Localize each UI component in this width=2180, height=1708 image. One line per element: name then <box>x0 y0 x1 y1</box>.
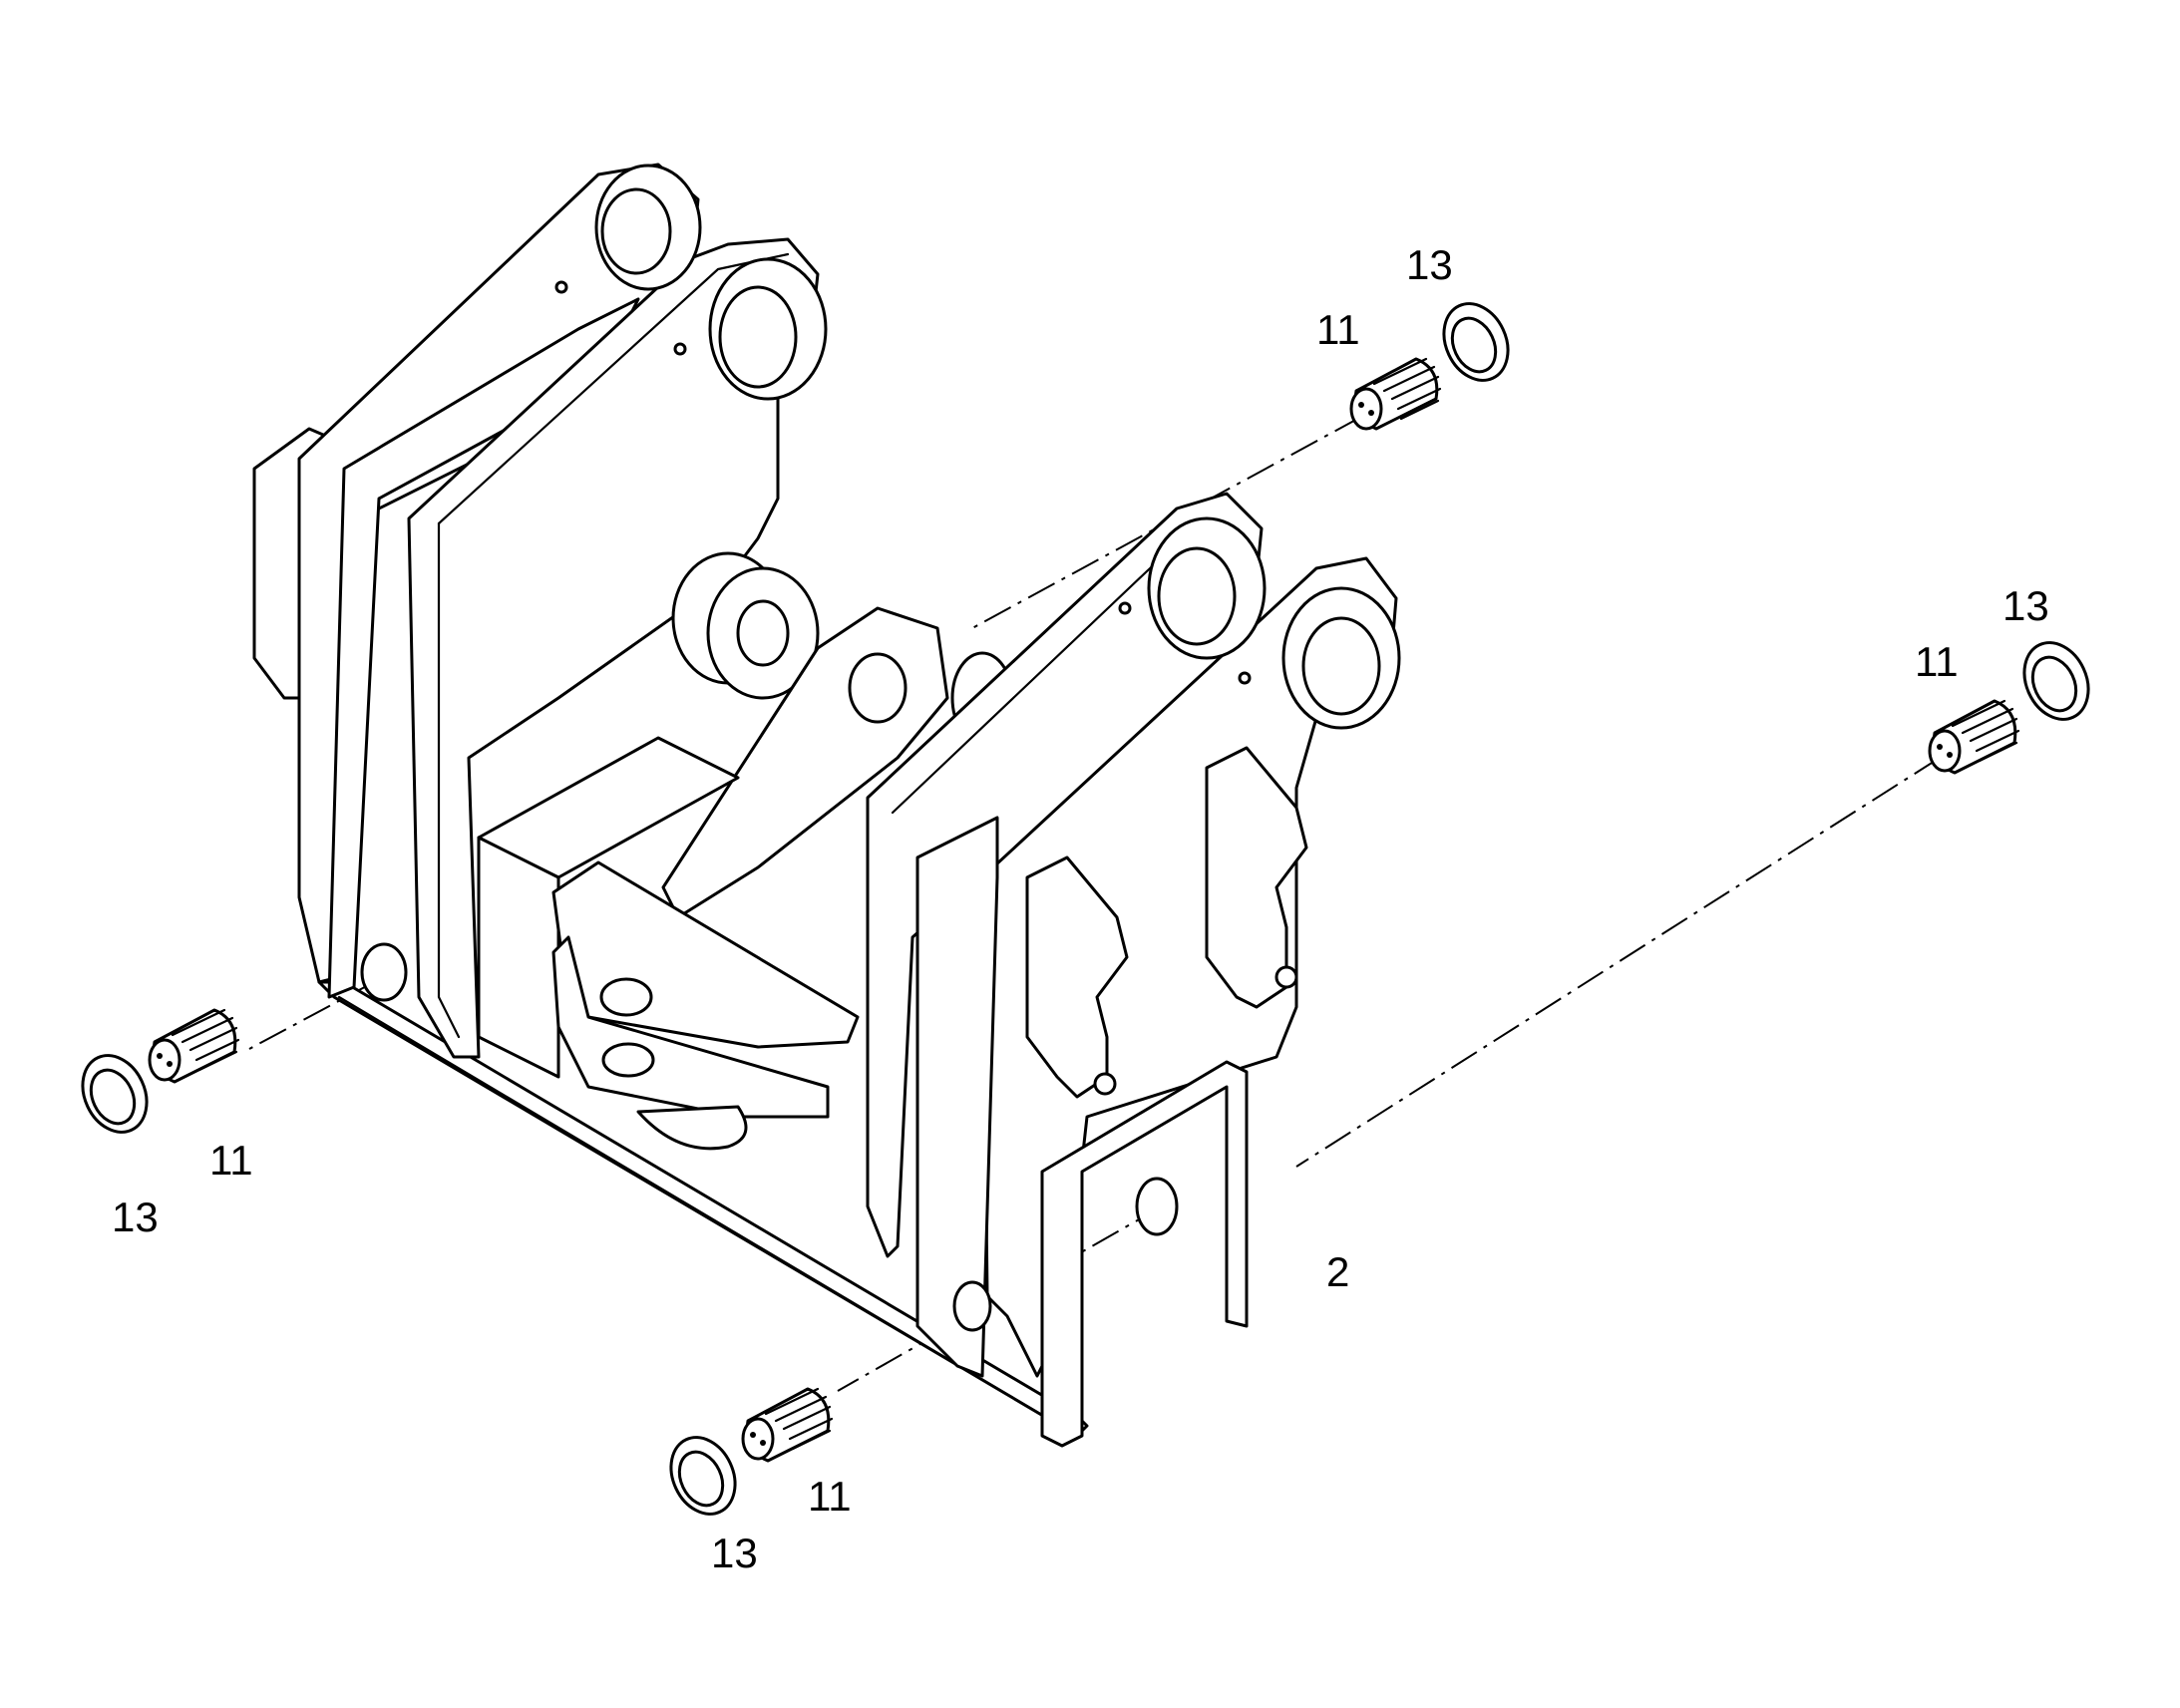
right-rear-eye-bore <box>1157 546 1237 646</box>
callout-11-top-right: 11 <box>1316 306 1360 353</box>
front-bracket-bore <box>1135 1177 1179 1236</box>
callout-11-bottom: 11 <box>808 1473 852 1520</box>
right-wear-pad-1 <box>1025 855 1129 1099</box>
right-rear-arm-face <box>915 816 999 1378</box>
pin-left <box>148 1008 240 1084</box>
coupler-frame <box>252 163 1401 1448</box>
callout-11-left: 11 <box>209 1137 253 1184</box>
axis-line-right <box>1295 757 1941 1168</box>
ring-top-right <box>1442 302 1510 382</box>
left-front-eye-bore <box>718 285 798 389</box>
right-wear-pad-2 <box>1205 746 1308 1009</box>
pin-right <box>1928 699 2020 775</box>
callout-13-left: 13 <box>112 1194 159 1240</box>
right-front-eye-bore <box>1301 616 1381 716</box>
ring-left <box>81 1054 149 1134</box>
callout-13-top-right: 13 <box>1406 241 1453 288</box>
callouts: 13 11 13 11 11 13 2 11 13 <box>112 241 2049 1576</box>
left-frame-bore <box>360 942 408 1002</box>
axis-line-bottom <box>837 1205 1163 1392</box>
ring-right <box>2022 641 2090 721</box>
callout-13-bottom: 13 <box>711 1530 758 1576</box>
left-front-arm <box>407 237 820 1059</box>
callout-11-right: 11 <box>1915 638 1959 685</box>
right-front-arm <box>980 556 1398 1378</box>
callout-2-frame: 2 <box>1326 1248 1349 1295</box>
pin-top-right <box>1349 357 1442 431</box>
ring-bottom <box>669 1436 737 1516</box>
front-u-bracket <box>1040 1060 1249 1448</box>
left-rear-eye-bore <box>600 187 672 275</box>
front-frame-bore <box>952 1280 992 1332</box>
pin-bottom <box>741 1387 834 1463</box>
callout-13-right: 13 <box>2002 582 2049 629</box>
centre-block-face <box>477 836 560 1079</box>
